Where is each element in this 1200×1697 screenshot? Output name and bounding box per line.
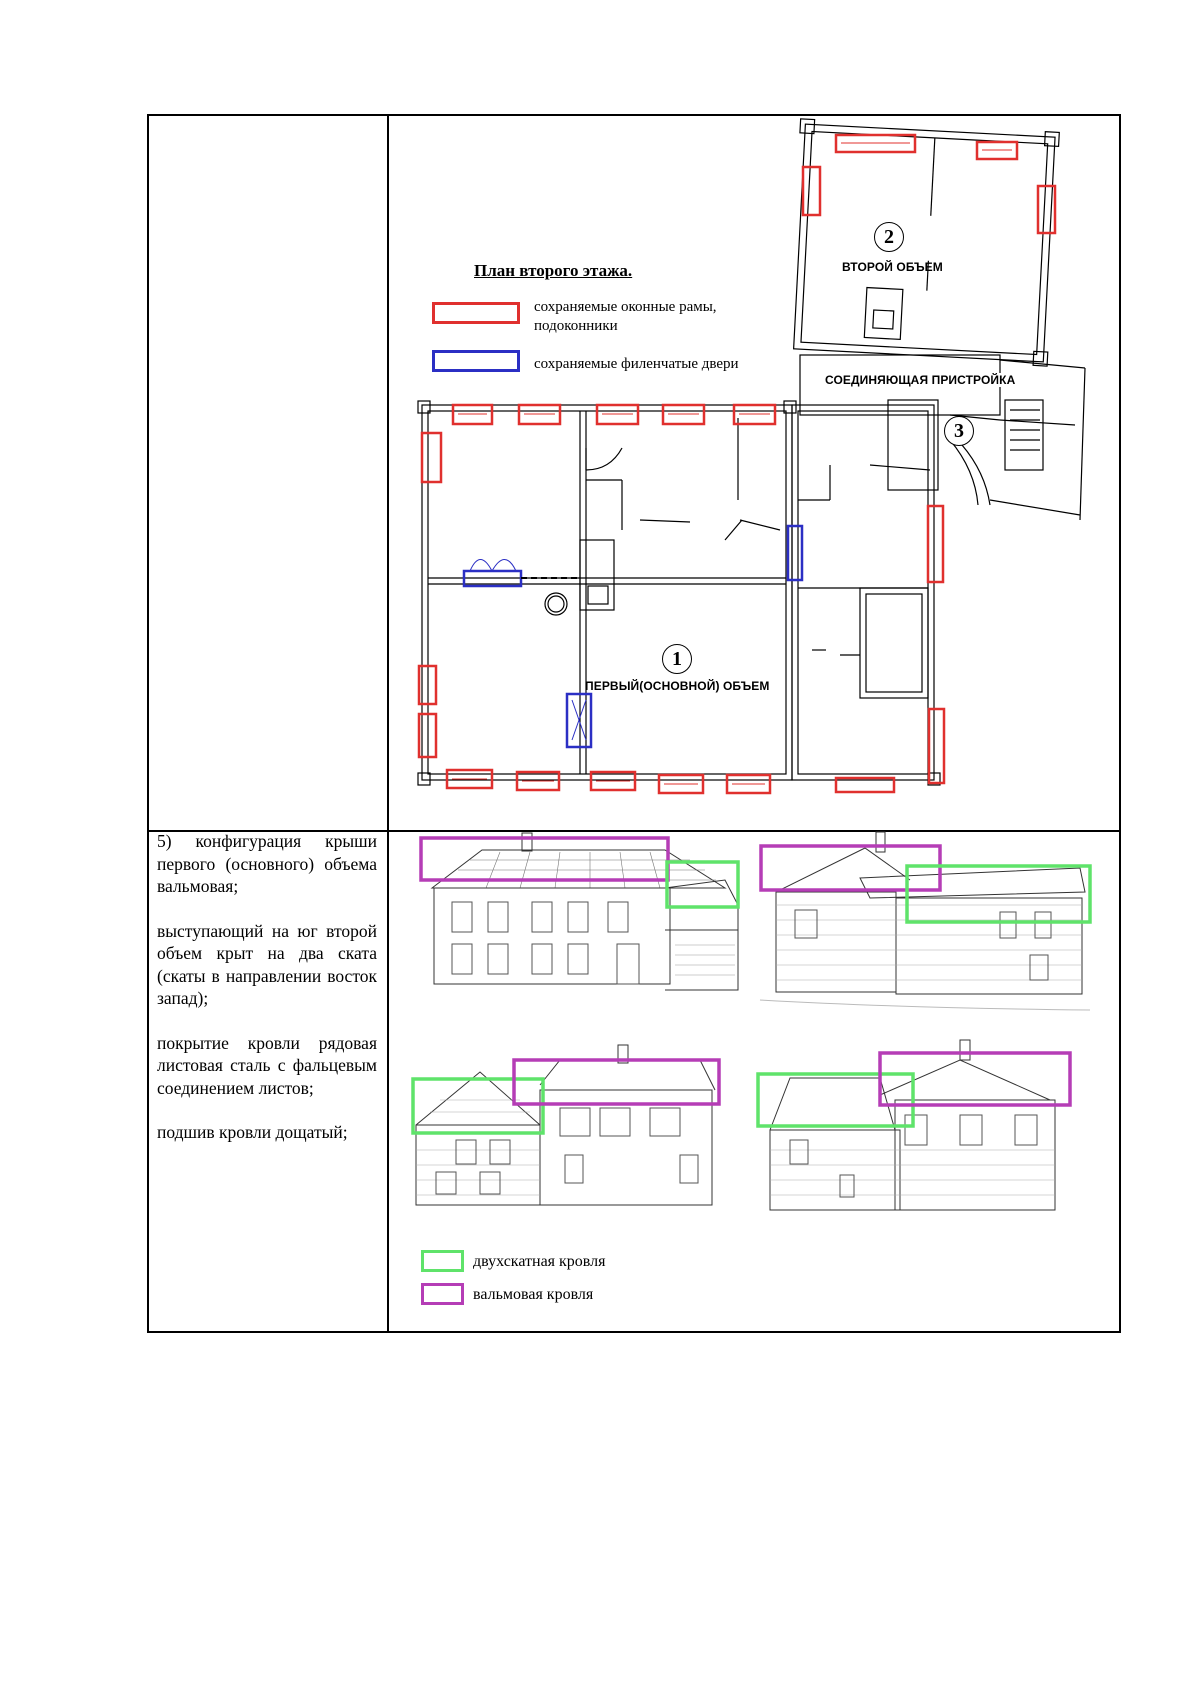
- facade-south: [769, 1039, 1056, 1211]
- description-text: 5) конфигурация крыши первого (основного…: [157, 830, 377, 1166]
- table-top-border: [147, 114, 1121, 116]
- table-column-divider: [387, 114, 389, 1332]
- paragraph-roof-covering: покрытие кровли рядовая листовая сталь с…: [157, 1032, 377, 1098]
- table-bottom-border: [147, 1331, 1121, 1333]
- table-row-divider: [147, 830, 1121, 832]
- facade-west: [415, 1044, 716, 1206]
- table-left-border: [147, 114, 149, 1332]
- legend-door-text: сохраняемые филенчатые двери: [534, 356, 739, 372]
- label-first-volume: ПЕРВЫЙ(ОСНОВНОЙ) ОБЪЕМ: [585, 679, 770, 693]
- floor-plan-drawing: [417, 118, 1086, 795]
- paragraph-second-volume: выступающий на юг второй объем крыт на д…: [157, 920, 377, 1009]
- table-right-border: [1119, 114, 1121, 1332]
- legend-window-text: сохраняемые оконные рамы, подоконники: [534, 299, 717, 334]
- legend-gable-roof-swatch: [421, 1250, 464, 1272]
- plan-title: План второго этажа.: [474, 261, 633, 280]
- label-connecting-annex: СОЕДИНЯЮЩАЯ ПРИСТРОЙКА: [825, 373, 1016, 387]
- paragraph-roof-config: 5) конфигурация крыши первого (основного…: [157, 831, 377, 896]
- label-second-volume: ВТОРОЙ ОБЪЕМ: [842, 260, 943, 274]
- volume-number-3: 3: [944, 416, 974, 446]
- volume-number-1: 1: [662, 644, 692, 674]
- legend-hip-roof-swatch: [421, 1283, 464, 1305]
- legend-door-swatch: [432, 350, 520, 372]
- facade-east: [759, 831, 1091, 1011]
- legend-hip-roof-text: вальмовая кровля: [473, 1286, 594, 1303]
- legend-window-swatch: [432, 302, 520, 324]
- volume-number-2: 2: [874, 222, 904, 252]
- paragraph-roof-soffit: подшив кровли дощатый;: [157, 1122, 348, 1142]
- facade-north: [430, 832, 739, 991]
- legend-gable-roof-text: двухскатная кровля: [473, 1253, 606, 1270]
